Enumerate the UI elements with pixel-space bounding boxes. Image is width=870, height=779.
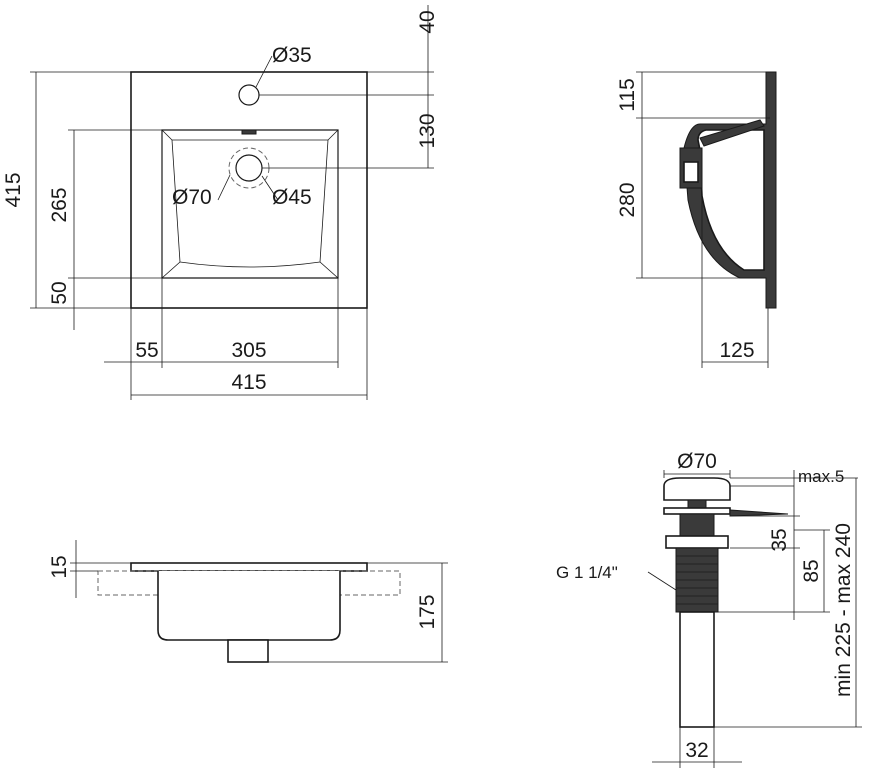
dim-bowl-depth: 265 — [48, 187, 71, 222]
top-view: 40 130 415 265 50 55 305 415 Ø35 Ø70 Ø45 — [2, 5, 439, 400]
side-section: 115 280 125 — [616, 71, 777, 368]
max-lift: max.5 — [798, 467, 844, 486]
front-bowl — [157, 571, 341, 641]
dim-overall-depth: 415 — [2, 172, 25, 207]
thread-label: G 1 1/4" — [556, 563, 618, 582]
drain-cap — [663, 477, 731, 501]
dim-rim-thickness: 15 — [48, 555, 71, 578]
label-drain-inner: Ø45 — [272, 186, 312, 209]
label-tap-hole: Ø35 — [272, 44, 312, 67]
drain-detail: Ø70 max.5 35 85 min 225 - max 240 32 G 1… — [556, 450, 862, 768]
dim-side-margin: 55 — [135, 339, 158, 362]
dim-tap-offset: 40 — [416, 10, 439, 33]
overflow-slot — [241, 129, 257, 135]
dim-tap-to-drain: 130 — [416, 113, 439, 148]
drain-pipe — [679, 611, 715, 728]
dim-top-height: 115 — [616, 78, 639, 111]
drain-thread — [675, 547, 719, 613]
dim-overall-width: 415 — [231, 371, 266, 394]
front-drain — [227, 639, 269, 663]
front-rim — [130, 562, 368, 572]
dim-flange: 35 — [768, 528, 791, 551]
label-drain-outer: Ø70 — [172, 186, 212, 209]
dim-front-margin: 50 — [48, 281, 71, 304]
dim-drain-offset: 125 — [719, 339, 754, 362]
dim-total-length: min 225 - max 240 — [832, 523, 855, 697]
pipe-diameter: 32 — [685, 739, 708, 762]
dim-bowl-width: 305 — [231, 339, 266, 362]
dim-bowl-height: 280 — [616, 182, 639, 217]
front-view: 15 175 — [48, 540, 448, 663]
cap-diameter: Ø70 — [677, 450, 717, 473]
dim-total-height: 175 — [416, 594, 439, 629]
bowl-inner — [171, 139, 329, 268]
dim-thread-zone: 85 — [800, 559, 823, 582]
